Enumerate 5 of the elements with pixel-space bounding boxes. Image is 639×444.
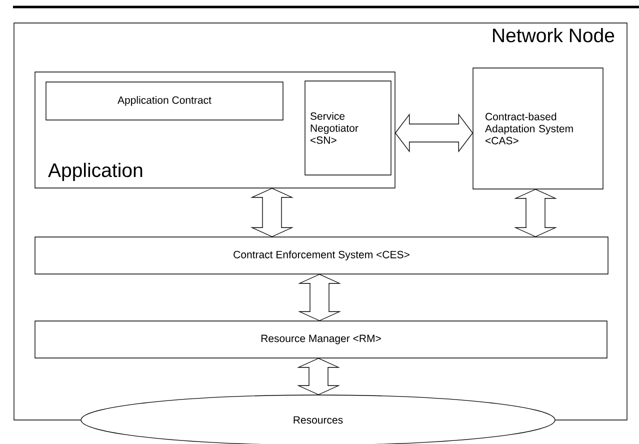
component-box: Application Contract: [46, 82, 284, 120]
layer-box: Contract Enforcement System <CES>: [34, 236, 608, 274]
component-box: Service Negotiator <SN>: [304, 80, 392, 176]
layer-box: Resource Manager <RM>: [34, 320, 608, 358]
component-box: Contract-based Adaptation System <CAS>: [472, 68, 604, 190]
